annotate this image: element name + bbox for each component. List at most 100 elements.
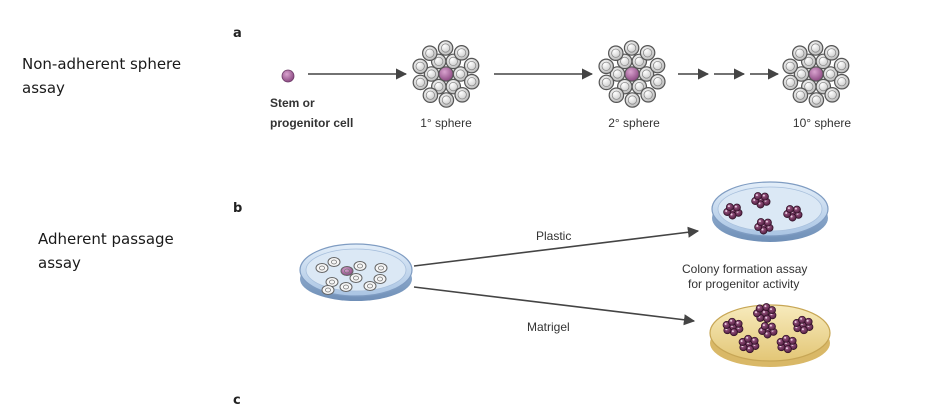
sphere-cell: [623, 40, 640, 56]
colony-cell-highlight: [758, 202, 761, 205]
sphere-cell-inner: [601, 61, 611, 71]
sphere-cell: [640, 86, 657, 103]
sphere-cell-inner: [627, 95, 637, 105]
colony-cell: [763, 314, 772, 323]
dish-cell-nucleus: [319, 265, 325, 271]
colony-cell-highlight: [790, 215, 793, 218]
sphere-cell: [453, 44, 470, 61]
plastic-label: Plastic: [536, 229, 571, 243]
colony-cell-highlight: [765, 220, 768, 223]
sphere-cell-inner: [804, 56, 814, 67]
sphere-cell: [463, 57, 480, 74]
sphere-cell-inner: [653, 61, 663, 71]
colony-cell-highlight: [794, 321, 797, 323]
sphere-cell: [607, 45, 624, 61]
colony-cell: [744, 334, 753, 343]
sphere-core-cell: [438, 66, 454, 82]
sphere-cell-inner: [827, 48, 837, 58]
sphere-cell-inner: [620, 82, 630, 92]
dish-cell: [321, 285, 335, 295]
sphere-cell: [649, 73, 666, 90]
colony-cell-highlight: [787, 207, 790, 210]
colony-cell: [768, 306, 776, 315]
sphere-cell: [833, 73, 850, 90]
colony-cell: [760, 322, 769, 331]
sphere-cell: [823, 44, 840, 61]
sphere-cell-inner: [804, 82, 814, 92]
colony-cell-highlight: [736, 321, 739, 324]
matrigel-dish: [709, 303, 831, 367]
colony-cell: [755, 304, 764, 313]
dish-cell: [363, 281, 377, 291]
colony-cell-highlight: [762, 324, 765, 327]
plastic-dish: [711, 181, 829, 242]
colony-cell-highlight: [764, 305, 767, 308]
sphere-10: [782, 40, 850, 108]
panel-a: Stem or progenitor cell 1° sphere 2° sph…: [270, 40, 851, 130]
sphere-2: [598, 40, 666, 108]
sphere-cell-inner: [434, 82, 444, 92]
colony-cell: [732, 203, 741, 212]
dish-cell: [339, 282, 353, 292]
sphere-cell-inner: [837, 61, 847, 71]
dish-cell-nucleus: [378, 265, 384, 271]
sphere-cell-inner: [811, 43, 821, 53]
colony-cell-highlight: [725, 210, 728, 212]
colony-cell-highlight: [755, 194, 758, 197]
sphere-cell-inner: [457, 90, 467, 100]
sphere-cell: [822, 66, 839, 82]
colony-cell: [725, 203, 734, 212]
sphere-cell-inner: [425, 48, 435, 58]
dish-cell: [349, 273, 363, 283]
colony-cell: [783, 345, 792, 354]
sphere-cell-inner: [796, 69, 807, 79]
colony-cell: [763, 218, 772, 227]
panel-letter-a: a: [233, 26, 242, 41]
colony-cell-highlight: [785, 212, 788, 214]
colony-cell: [756, 218, 765, 227]
sphere-cell-inner: [457, 48, 467, 58]
sphere-cell: [782, 58, 798, 75]
colony-cell: [760, 192, 769, 201]
sphere-core-cell: [808, 66, 824, 82]
sphere-cell-inner: [825, 69, 836, 79]
side-label-nonadherent-line2: assay: [22, 79, 65, 97]
stem-cell: [281, 69, 295, 83]
colony-cell: [782, 334, 791, 343]
sphere-cell-inner: [795, 48, 805, 58]
sphere-cell-inner: [811, 95, 821, 105]
colony-cell-highlight: [752, 338, 755, 341]
sphere-cell: [807, 40, 824, 56]
dish-cell: [315, 263, 329, 273]
sphere-cell-inner: [643, 90, 653, 100]
colony-cell-highlight: [753, 199, 756, 201]
sphere-cell: [833, 57, 850, 74]
sphere-cell: [463, 73, 480, 90]
colony-cell: [798, 315, 807, 324]
sphere-cell: [791, 45, 808, 61]
colony-cell: [753, 192, 762, 201]
colony-cell-highlight: [769, 324, 772, 327]
colony-cell-highlight: [765, 332, 768, 335]
colony-label-line1: Colony formation assay: [682, 262, 807, 276]
colony-cell: [792, 205, 801, 214]
sphere-cell: [793, 66, 810, 82]
colony-cell-highlight: [734, 205, 737, 208]
source-dish: [299, 243, 413, 301]
dish-cell: [374, 263, 388, 273]
colony-cell-highlight: [763, 311, 765, 313]
colony-cell-highlight: [756, 225, 759, 227]
sphere-cell-inner: [601, 77, 612, 87]
colony-cell-highlight: [790, 338, 793, 341]
colony-cell-highlight: [765, 316, 768, 319]
colony-cell-highlight: [784, 336, 787, 339]
sphere-cell-inner: [612, 69, 623, 79]
sphere-cell-inner: [818, 82, 828, 92]
panel-b: Plastic Matrigel Colony formation assay …: [299, 181, 831, 367]
stem-label-line1: Stem or: [270, 96, 315, 110]
panel-letter-c: c: [233, 393, 241, 408]
sphere-cell: [824, 86, 841, 103]
sphere-cell-inner: [837, 77, 847, 87]
colony-cell-highlight: [758, 220, 761, 223]
sphere-cell-inner: [785, 61, 795, 71]
